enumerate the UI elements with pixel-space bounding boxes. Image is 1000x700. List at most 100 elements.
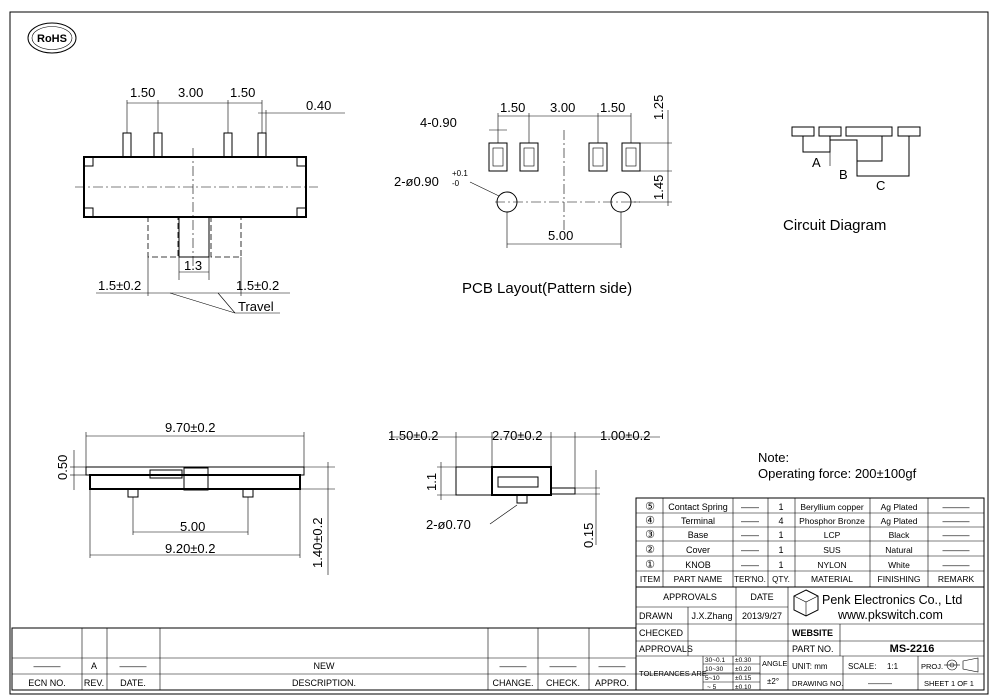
title-block [635, 586, 985, 691]
rev-date-header: DATE. [120, 678, 146, 688]
svg-text:TER'NO.: TER'NO. [734, 575, 766, 584]
side-dim-height: 1.1 [424, 473, 439, 491]
bom-row: ① KNOB —— 1 NYLON White ——— [645, 559, 969, 571]
pcb-dim-pad-height: 1.25 [651, 95, 666, 120]
pcb-dim-pad-count: 4-0.90 [420, 115, 457, 130]
tol-value-1: ±0.30 [735, 657, 752, 664]
drawing-no-label: DRAWING NO. [792, 679, 843, 688]
side-body [491, 466, 552, 496]
rev-rev-header: REV. [84, 678, 104, 688]
top-dim-pitch-right: 1.50 [230, 85, 255, 100]
front-view [70, 432, 335, 575]
rohs-logo: RoHS [27, 22, 77, 54]
angle-value: ±2° [767, 677, 779, 686]
top-dim-travel-right: 1.5±0.2 [236, 278, 279, 293]
pcb-caption: PCB Layout(Pattern side) [462, 280, 632, 297]
front-body [89, 474, 301, 490]
svg-text:——: —— [741, 560, 759, 570]
side-dim-peg: 2-ø0.70 [426, 517, 471, 532]
date-header: DATE [750, 592, 773, 602]
front-dim-length: 9.70±0.2 [165, 420, 216, 435]
tolerances-label: TOLERANCES ARE [639, 669, 707, 678]
svg-text:———: ——— [943, 545, 970, 555]
svg-text:Phosphor Bronze: Phosphor Bronze [799, 516, 865, 526]
rev-appro-value: ——— [599, 661, 626, 671]
approvals-header: APPROVALS [663, 592, 717, 602]
approvals-label: APPROVALS [639, 644, 693, 654]
pcb-dim-hole-tol-upper: +0.1 [452, 169, 468, 178]
circuit-caption: Circuit Diagram [783, 217, 886, 234]
tol-range-3: 5~10 [705, 675, 720, 682]
svg-text:——: —— [741, 530, 759, 540]
circuit-diagram [791, 126, 921, 177]
pcb-dim-hole-span: 5.00 [548, 228, 573, 243]
svg-text:4: 4 [778, 516, 783, 526]
svg-text:NYLON: NYLON [817, 560, 846, 570]
front-dim-peg-span: 5.00 [180, 519, 205, 534]
svg-text:③: ③ [645, 529, 655, 541]
svg-text:Black: Black [889, 530, 911, 540]
pcb-dim-hole: 2-ø0.90 [394, 174, 439, 189]
company-website: www.pkswitch.com [837, 608, 943, 622]
top-knob [178, 216, 210, 258]
note-title: Note: [758, 450, 789, 465]
side-dim-mid: 2.70±0.2 [492, 428, 543, 443]
top-pin-3 [223, 132, 233, 158]
top-pin-2 [153, 132, 163, 158]
rev-change-value: ——— [500, 661, 527, 671]
bom-row: ④ Terminal —— 4 Phosphor Bronze Ag Plate… [645, 515, 969, 527]
svg-text:———: ——— [943, 502, 970, 512]
svg-text:Ag Plated: Ag Plated [881, 502, 918, 512]
note-text: Operating force: 200±100gf [758, 466, 917, 481]
bom-row: ② Cover —— 1 SUS Natural ——— [645, 544, 969, 556]
svg-text:KNOB: KNOB [685, 560, 711, 570]
scale-label: SCALE: [848, 662, 876, 671]
svg-text:———: ——— [943, 516, 970, 526]
svg-text:1: 1 [778, 530, 783, 540]
drawn-date: 2013/9/27 [742, 611, 782, 621]
svg-text:——: —— [741, 502, 759, 512]
bom-row: ③ Base —— 1 LCP Black ——— [645, 529, 969, 541]
svg-text:FINISHING: FINISHING [878, 574, 921, 584]
website-label: WEBSITE [792, 628, 833, 638]
svg-text:⑤: ⑤ [645, 501, 655, 513]
rev-check-header: CHECK. [546, 678, 580, 688]
revision-table [11, 627, 637, 691]
rev-ecn-header: ECN NO. [28, 678, 66, 688]
top-dim-pitch-left: 1.50 [130, 85, 155, 100]
side-dim-left: 1.50±0.2 [388, 428, 439, 443]
svg-text:1: 1 [778, 545, 783, 555]
svg-text:——: —— [741, 516, 759, 526]
side-view [390, 432, 660, 545]
top-dim-travel-left: 1.5±0.2 [98, 278, 141, 293]
rev-date-value: ——— [120, 661, 147, 671]
svg-text:LCP: LCP [824, 530, 841, 540]
unit-label: UNIT: mm [792, 662, 828, 671]
svg-text:PART NAME: PART NAME [674, 574, 723, 584]
svg-text:SUS: SUS [823, 545, 841, 555]
pcb-pad-2 [519, 142, 539, 172]
side-dim-thickness: 0.15 [581, 523, 596, 548]
svg-text:QTY.: QTY. [772, 575, 790, 584]
angle-label: ANGLE [762, 659, 787, 668]
circuit-label-b: B [839, 167, 848, 182]
top-pin-4 [257, 132, 267, 158]
bom-header: ITEM PART NAME TER'NO. QTY. MATERIAL FIN… [640, 574, 975, 584]
tol-range-1: 30~0.1 [705, 657, 725, 664]
tol-range-4: ~ 5 [707, 684, 717, 691]
front-knob [183, 467, 209, 491]
company-name: Penk Electronics Co., Ltd [822, 593, 962, 607]
bom-rows: ⑤ Contact Spring —— 1 Beryllium copper A… [645, 501, 969, 571]
circuit-label-a: A [812, 155, 821, 170]
rev-appro-header: APPRO. [595, 678, 629, 688]
pcb-pad-1 [488, 142, 508, 172]
top-dim-pin-width: 0.40 [306, 98, 331, 113]
bom-row: ⑤ Contact Spring —— 1 Beryllium copper A… [645, 501, 969, 513]
svg-text:Terminal: Terminal [681, 516, 715, 526]
pcb-dim-pitch-left: 1.50 [500, 100, 525, 115]
top-view [75, 100, 345, 314]
rohs-text: RoHS [37, 33, 67, 45]
proj-label: PROJ. [921, 662, 943, 671]
rev-ecn-value: ——— [34, 661, 61, 671]
